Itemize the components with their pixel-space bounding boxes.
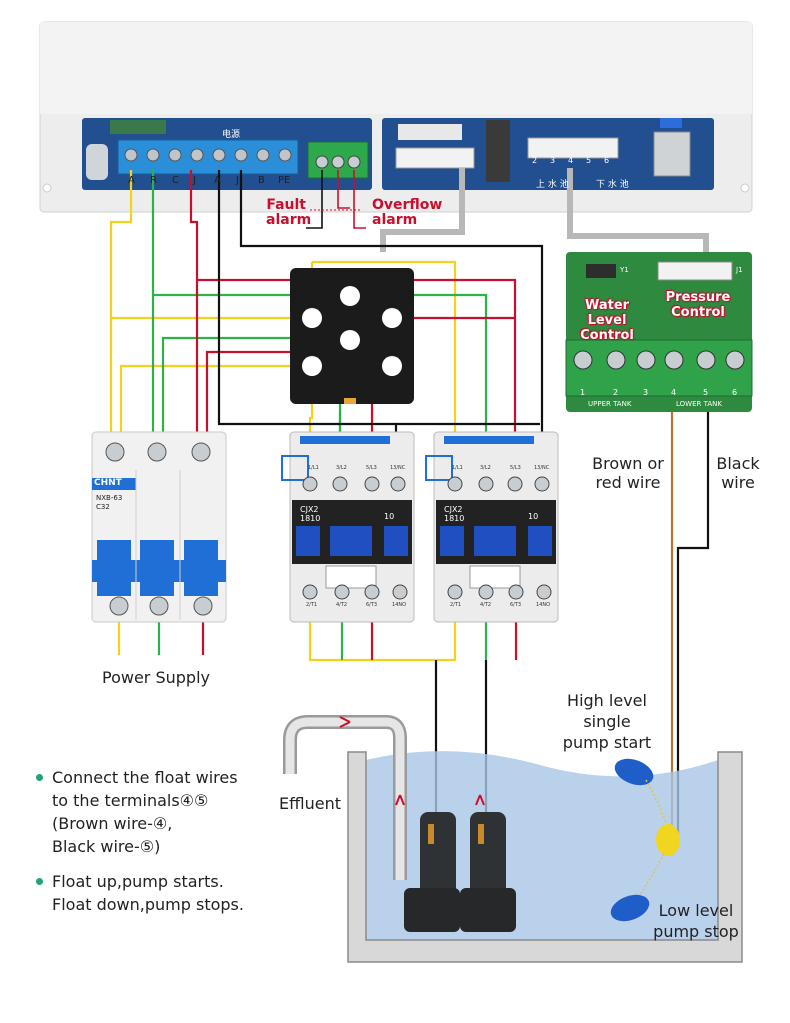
- contactor-1-num: 10: [384, 512, 395, 521]
- connector-label: J1: [736, 266, 743, 274]
- terminal-number-row: 2 3 4 5 6: [526, 156, 626, 168]
- lower-tank-cn: 下 水 池: [596, 180, 629, 190]
- black-wire-label: Black wire: [716, 454, 760, 492]
- terminal-label-a2: A: [214, 175, 221, 186]
- contactor-1-bottom-terminals: 2/T1 4/T2 6/T3 14NO: [306, 602, 407, 608]
- breaker-brand: CHNT: [94, 478, 122, 488]
- relay-number-row: 1 2 3 4 5 6: [570, 388, 750, 398]
- switch-label: Y1: [620, 266, 629, 274]
- terminal-label-b: B: [258, 175, 265, 186]
- contactor-1-rating: 1810: [300, 514, 321, 523]
- contactor-2: [425, 431, 559, 623]
- fault-alarm-label: Fault alarm: [266, 197, 312, 228]
- junction-block: [290, 268, 414, 404]
- terminal-label-c: C: [172, 175, 179, 186]
- power-label: 电源: [222, 130, 241, 140]
- terminal-label-j: J: [193, 175, 196, 186]
- control-box: [39, 21, 753, 213]
- pressure-control-label: Pressure Control: [665, 290, 731, 320]
- instruction-item: Float up,pump starts. Float down,pump st…: [34, 870, 284, 916]
- brown-wire-label: Brown or red wire: [592, 454, 664, 492]
- terminal-label-a: A: [128, 175, 135, 186]
- water-level-control-label: Water Level Control: [580, 298, 634, 343]
- contactor-1: [281, 431, 415, 623]
- relay-number-2: 2: [613, 388, 619, 397]
- relay-number-5: 5: [703, 388, 709, 397]
- terminal-screws-left: [124, 148, 292, 162]
- relay-number-4: 4: [671, 388, 677, 397]
- instruction-item: Connect the float wires to the terminals…: [34, 766, 284, 858]
- contactor-2-rating: 1810: [444, 514, 465, 523]
- terminal-label-j2: J: [236, 175, 239, 186]
- upper-tank-cn: 上 水 池: [536, 180, 569, 190]
- upper-tank-label: UPPER TANK: [588, 400, 632, 408]
- contactor-2-num: 10: [528, 512, 539, 521]
- high-level-label: High level single pump start: [562, 691, 652, 752]
- terminal-label-r: R: [150, 175, 157, 186]
- pump-2: [460, 812, 516, 932]
- low-level-label: Low level pump stop: [653, 901, 739, 941]
- contactor-1-model: CJX2: [300, 505, 319, 514]
- relay-board: [565, 252, 753, 412]
- terminal-number-6: 6: [604, 156, 610, 165]
- sump-tank: [283, 715, 743, 963]
- contactor-2-top-terminals: 1/L1 3/L2 5/L3 13/NC: [452, 465, 550, 471]
- instructions: Connect the float wires to the terminals…: [34, 766, 284, 928]
- contactor-2-bottom-terminals: 2/T1 4/T2 6/T3 14NO: [450, 602, 551, 608]
- contactor-1-top-terminals: 1/L1 3/L2 5/L3 13/NC: [308, 465, 406, 471]
- relay-number-3: 3: [643, 388, 649, 397]
- overflow-alarm-label: Overflow alarm: [372, 197, 443, 228]
- bullet-icon: [36, 774, 43, 781]
- terminal-number-5: 5: [586, 156, 592, 165]
- terminal-label-row: A R C J A J B PE: [124, 175, 290, 187]
- contactor-2-model: CJX2: [444, 505, 463, 514]
- effluent-label: Effluent: [279, 794, 341, 813]
- circuit-breaker: [91, 431, 227, 623]
- pump-1: [404, 812, 460, 932]
- terminal-number-2: 2: [532, 156, 538, 165]
- terminal-label-pe: PE: [278, 175, 291, 186]
- relay-number-6: 6: [732, 388, 738, 397]
- terminal-number-3: 3: [550, 156, 556, 165]
- breaker-rating: C32: [96, 503, 110, 511]
- bullet-icon: [36, 878, 43, 885]
- lower-tank-label: LOWER TANK: [676, 400, 722, 408]
- power-supply-label: Power Supply: [102, 668, 210, 687]
- breaker-model: NXB-63: [96, 494, 123, 502]
- relay-number-1: 1: [580, 388, 586, 397]
- terminal-number-4: 4: [568, 156, 574, 165]
